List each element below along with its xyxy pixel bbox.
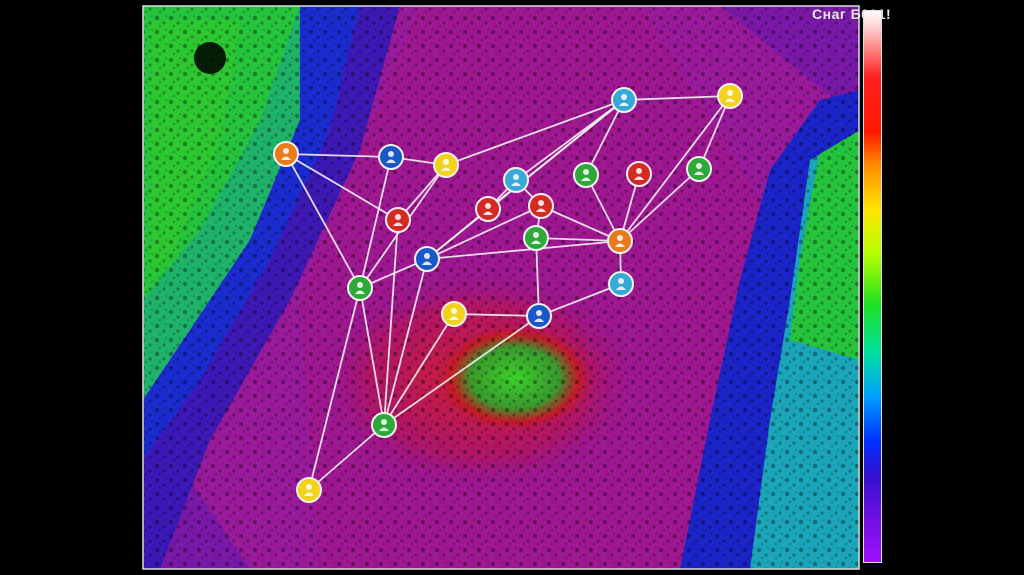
network-edge <box>535 237 621 242</box>
person-icon <box>386 151 396 163</box>
network-edge <box>359 287 385 426</box>
network-node <box>523 225 549 251</box>
person-icon <box>281 148 291 160</box>
network-edge <box>623 95 731 101</box>
network-edge <box>538 283 622 317</box>
person-icon <box>581 169 591 181</box>
network-edge <box>383 315 540 426</box>
person-icon <box>422 253 432 265</box>
network-node <box>503 167 529 193</box>
person-icon <box>531 232 541 244</box>
network-edge <box>453 313 540 317</box>
network-node <box>385 207 411 233</box>
person-icon <box>483 203 493 215</box>
heatmap-background <box>143 6 859 569</box>
network-node <box>371 412 397 438</box>
network-edge <box>285 153 361 289</box>
network-edge <box>585 99 625 176</box>
network-node <box>526 303 552 329</box>
network-edge <box>285 153 392 158</box>
network-node <box>414 246 440 272</box>
person-icon <box>441 159 451 171</box>
network-edge <box>698 95 731 170</box>
network-edge <box>308 287 361 491</box>
network-edge <box>426 205 542 260</box>
person-icon <box>534 310 544 322</box>
network-node <box>273 141 299 167</box>
person-icon <box>619 94 629 106</box>
person-icon <box>615 235 625 247</box>
person-icon <box>355 282 365 294</box>
network-node <box>608 271 634 297</box>
network-edge <box>383 219 399 426</box>
network-node <box>347 275 373 301</box>
network-nodes <box>273 83 743 503</box>
person-icon <box>536 200 546 212</box>
network-edge <box>445 99 625 166</box>
network-node <box>378 144 404 170</box>
network-node <box>607 228 633 254</box>
person-icon <box>449 308 459 320</box>
network-node <box>611 87 637 113</box>
network-edge <box>359 156 392 289</box>
network-node <box>528 193 554 219</box>
network-node <box>433 152 459 178</box>
person-icon <box>379 419 389 431</box>
network-edge <box>308 424 385 491</box>
network-edge <box>383 313 455 426</box>
colorbar <box>863 10 882 563</box>
network-edge <box>540 205 621 242</box>
network-node <box>686 156 712 182</box>
network-edge <box>426 240 621 260</box>
network-node <box>717 83 743 109</box>
network-edge <box>383 258 428 426</box>
person-icon <box>616 278 626 290</box>
network-edge <box>426 208 489 260</box>
person-icon <box>304 484 314 496</box>
person-icon <box>511 174 521 186</box>
network-node <box>296 477 322 503</box>
network-edge <box>535 237 540 317</box>
network-node <box>441 301 467 327</box>
person-icon <box>694 163 704 175</box>
network-node <box>573 162 599 188</box>
network-node <box>475 196 501 222</box>
person-icon <box>393 214 403 226</box>
network-node <box>626 161 652 187</box>
network-edge <box>619 95 731 242</box>
image-border <box>142 5 860 570</box>
network-edge <box>619 168 700 242</box>
person-icon <box>725 90 735 102</box>
person-icon <box>634 168 644 180</box>
